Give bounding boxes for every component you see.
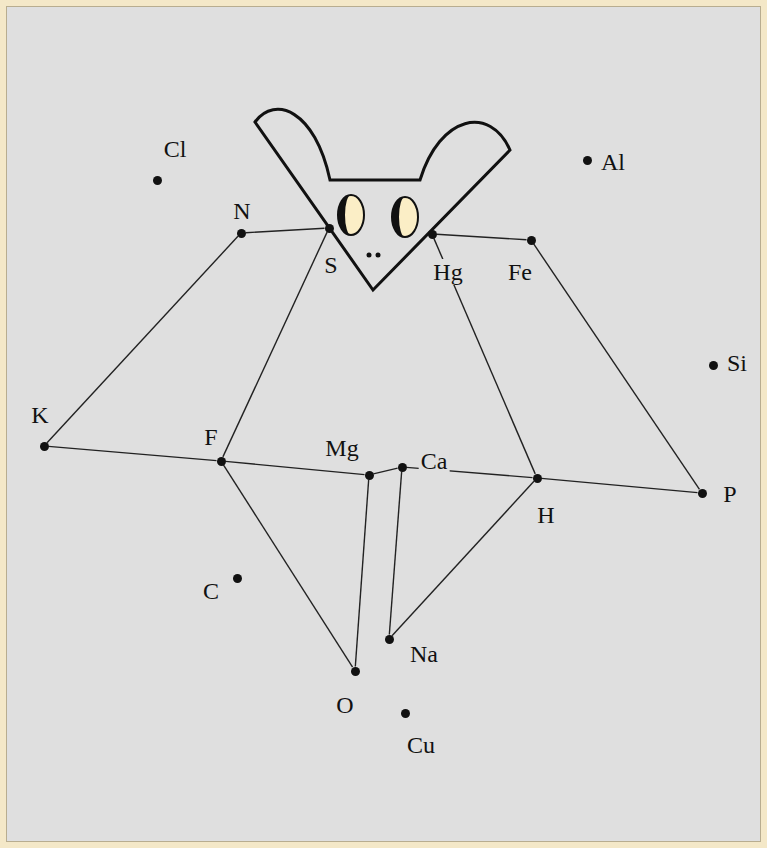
element-point: Al (583, 156, 592, 165)
nostril (376, 253, 381, 258)
element-label: K (29, 402, 50, 428)
bond-line (245, 228, 324, 232)
element-point: Cu (401, 709, 410, 718)
bond-line (355, 479, 368, 666)
bond-line (534, 244, 700, 490)
element-point: C (233, 574, 242, 583)
element-label: O (334, 692, 355, 718)
element-label: N (231, 198, 252, 224)
bond-line (47, 236, 238, 442)
bond-line (223, 232, 327, 457)
bond-line (436, 234, 526, 239)
element-label: P (721, 481, 738, 507)
element-label: F (202, 424, 219, 450)
bond-line (389, 471, 401, 634)
element-label: H (535, 502, 556, 528)
bond-line (541, 478, 697, 492)
element-label: Fe (506, 259, 534, 285)
element-label: Na (408, 641, 440, 667)
element-label: C (201, 578, 221, 604)
element-point: Fe (527, 236, 536, 245)
nostril (367, 253, 372, 258)
element-point: Ca (398, 463, 407, 472)
right-eye (392, 197, 418, 237)
element-point: Mg (365, 471, 374, 480)
element-point: Na (385, 635, 394, 644)
element-point: S (325, 224, 334, 233)
bond-line (48, 446, 216, 460)
element-label: S (322, 252, 339, 278)
bat-head (255, 109, 510, 290)
element-label: Mg (323, 435, 360, 461)
bond-line (223, 465, 352, 667)
element-point: Si (709, 361, 718, 370)
element-point: Hg (428, 230, 437, 239)
element-point: O (351, 667, 360, 676)
bond-line (373, 468, 397, 474)
element-label: Cl (162, 136, 189, 162)
left-pupil (338, 195, 351, 235)
element-point: N (237, 229, 246, 238)
left-eye (338, 195, 364, 235)
element-label: Si (725, 350, 749, 376)
element-label: Al (599, 149, 627, 175)
element-point: P (698, 489, 707, 498)
element-point: Cl (153, 176, 162, 185)
right-pupil (392, 197, 405, 237)
element-point: F (217, 457, 226, 466)
element-label: Ca (419, 448, 450, 474)
element-label: Cu (405, 732, 437, 758)
bond-line (225, 461, 364, 474)
element-label: Hg (431, 259, 464, 285)
element-point: K (40, 442, 49, 451)
background-panel (6, 6, 761, 842)
bond-line (392, 481, 534, 635)
element-point: H (533, 474, 542, 483)
